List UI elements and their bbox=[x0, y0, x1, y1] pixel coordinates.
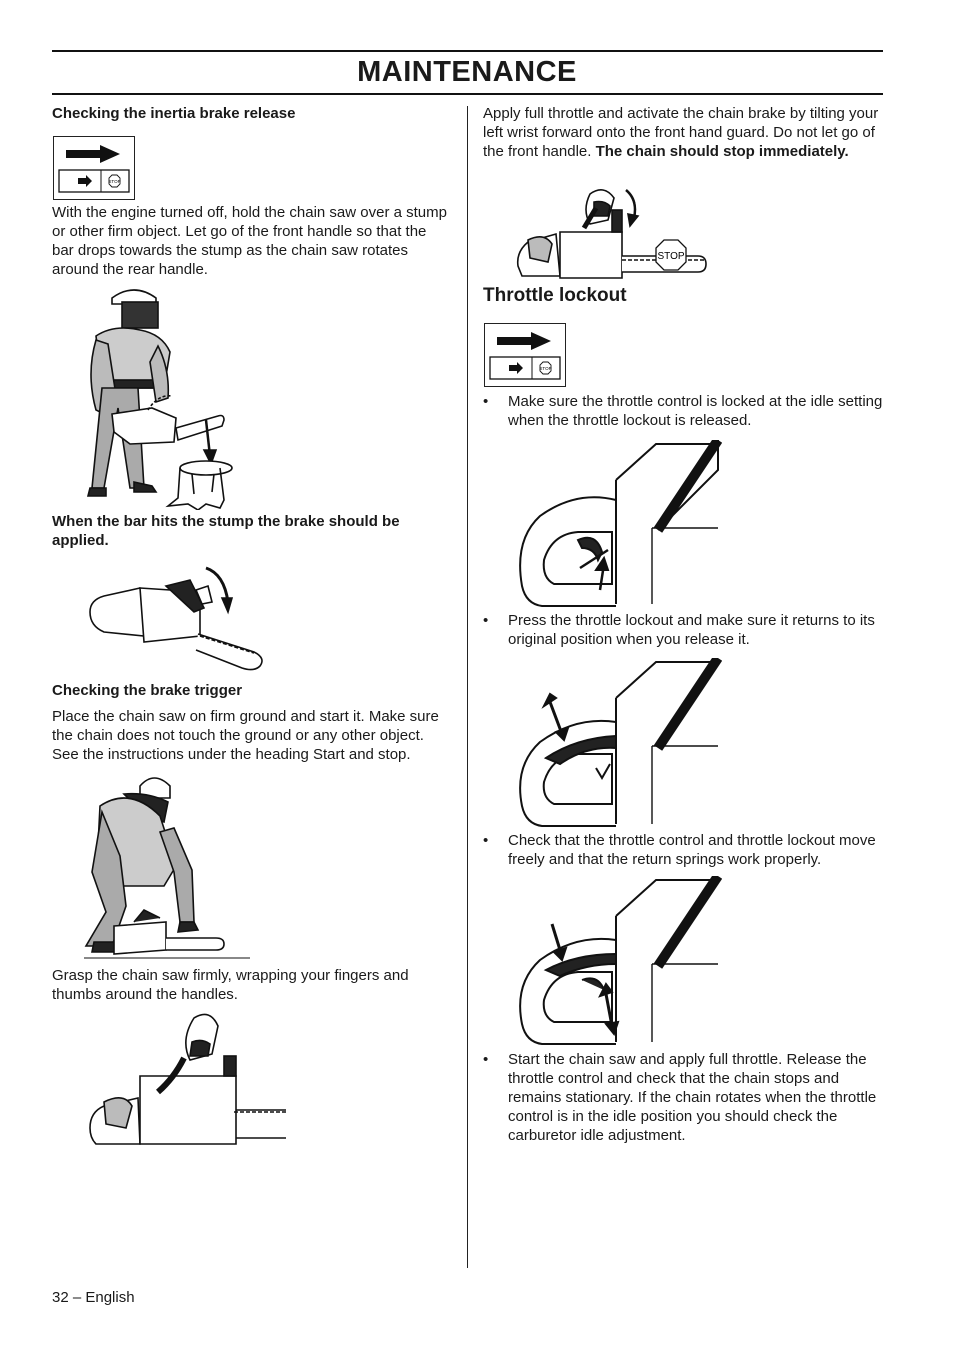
inertia-heading: Checking the inertia brake release bbox=[52, 105, 296, 122]
list-item: • Press the throttle lockout and make su… bbox=[483, 612, 875, 648]
column-divider bbox=[467, 106, 468, 1268]
arrow-right-icon bbox=[78, 175, 92, 187]
svg-text:STOP: STOP bbox=[108, 179, 120, 184]
stump-note: When the bar hits the stump the brake sh… bbox=[52, 513, 400, 549]
stop-sign-icon: STOP bbox=[655, 239, 687, 271]
figure-saw-brake-applied bbox=[86, 556, 272, 676]
grasp-text: Grasp the chain saw firmly, wrapping you… bbox=[52, 967, 409, 1003]
list-item: • Make sure the throttle control is lock… bbox=[483, 393, 883, 429]
page-number: 32 – English bbox=[52, 1289, 135, 1306]
throttle-lockout-instruction-icon: STOP bbox=[484, 323, 566, 387]
figure-saw-over-stump bbox=[82, 288, 262, 510]
figure-chain-brake-stop: STOP bbox=[514, 180, 714, 280]
stop-sign-icon: STOP bbox=[108, 174, 121, 188]
svg-text:STOP: STOP bbox=[657, 251, 684, 262]
throttle-intro: Apply full throttle and activate the cha… bbox=[483, 105, 879, 160]
header-bottom-rule bbox=[52, 93, 883, 95]
throttle-lockout-heading: Throttle lockout bbox=[483, 285, 627, 306]
list-item: • Check that the throttle control and th… bbox=[483, 832, 876, 868]
svg-text:STOP: STOP bbox=[539, 366, 551, 371]
figure-throttle-free-movement bbox=[516, 876, 722, 1048]
figure-grasping-handles bbox=[84, 1012, 294, 1152]
figure-throttle-lockout-return bbox=[516, 658, 722, 830]
figure-throttle-idle-locked bbox=[516, 440, 722, 610]
arrow-right-icon bbox=[66, 145, 120, 163]
figure-starting-saw bbox=[84, 772, 250, 962]
arrow-right-icon bbox=[509, 362, 523, 374]
inertia-instruction-icon: STOP bbox=[53, 136, 135, 200]
header-top-rule bbox=[52, 50, 883, 52]
brake-trigger-text: Place the chain saw on firm ground and s… bbox=[52, 708, 439, 763]
brake-trigger-heading: Checking the brake trigger bbox=[52, 682, 243, 699]
list-item: • Start the chain saw and apply full thr… bbox=[483, 1051, 877, 1144]
stop-sign-icon: STOP bbox=[539, 361, 552, 375]
arrow-right-icon bbox=[497, 332, 551, 350]
inertia-text: With the engine turned off, hold the cha… bbox=[52, 204, 447, 278]
page-title: MAINTENANCE bbox=[357, 56, 577, 88]
